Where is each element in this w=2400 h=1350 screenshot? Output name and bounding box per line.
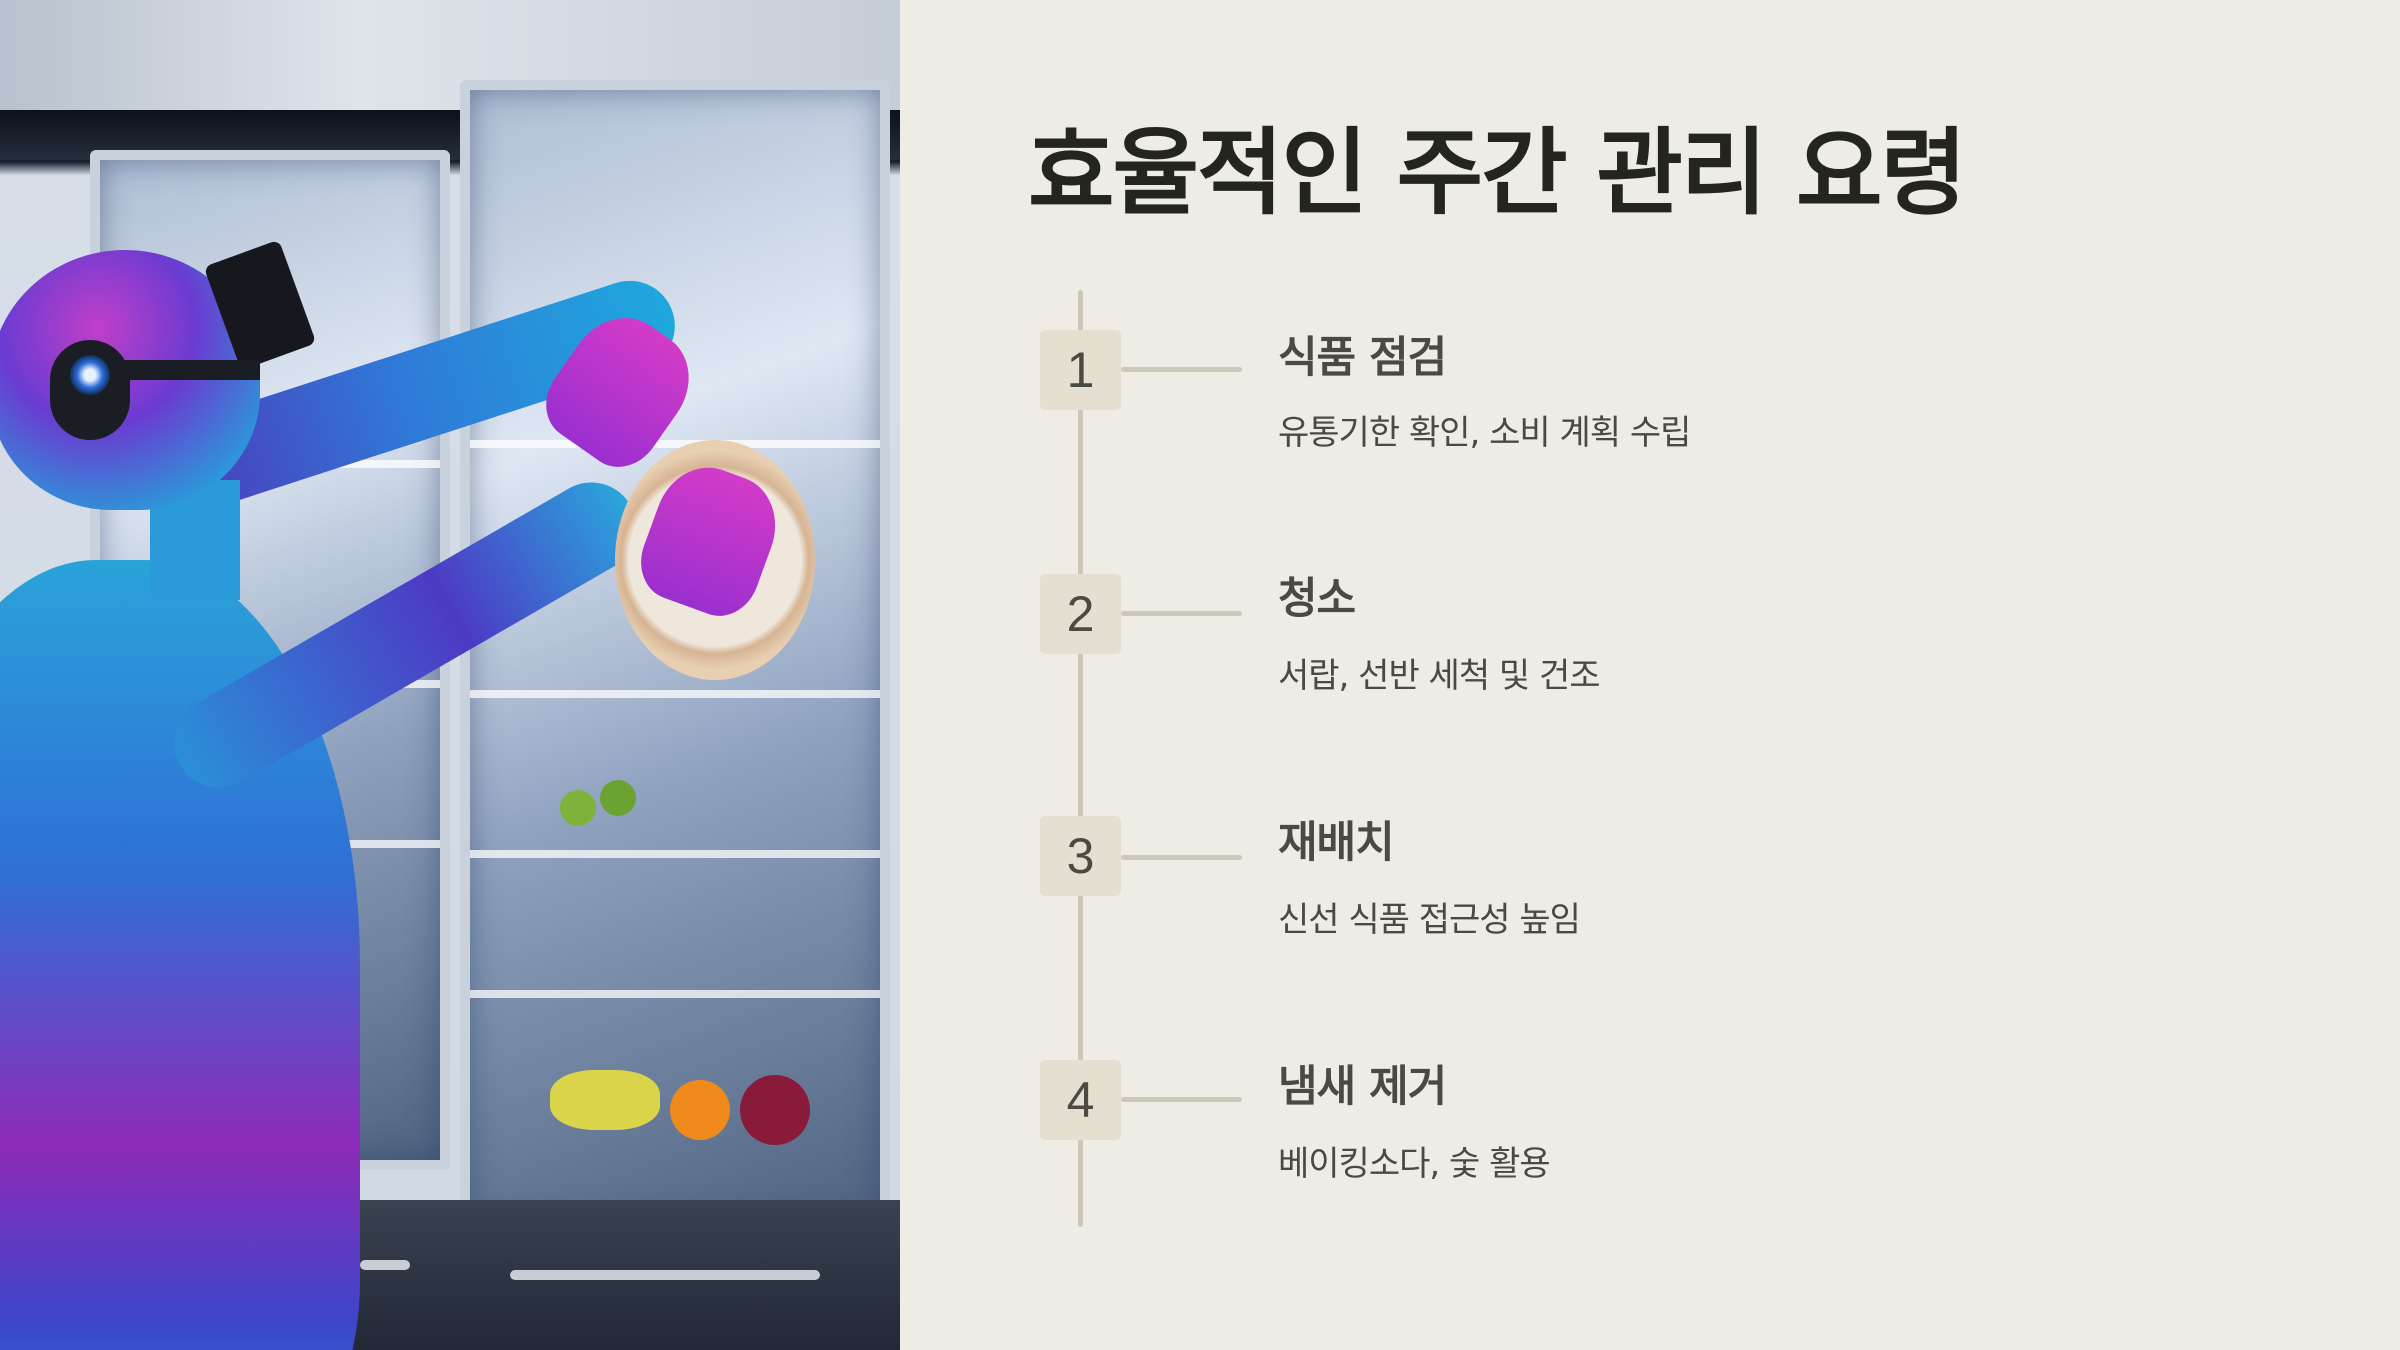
step-number: 3 (1040, 816, 1121, 896)
timeline-connector (1121, 611, 1242, 616)
step-4: 4 (1040, 1060, 1121, 1140)
shelf (470, 850, 880, 858)
timeline-connector (1121, 855, 1242, 860)
step-title: 청소 (1278, 574, 1356, 624)
step-description: 신선 식품 접근성 높임 (1278, 900, 1581, 940)
drawer-handle (510, 1270, 820, 1280)
step-1: 1 (1040, 330, 1121, 410)
shelf (470, 690, 880, 698)
step-description: 베이킹소다, 숯 활용 (1278, 1144, 1551, 1184)
step-title: 식품 점검 (1278, 333, 1447, 383)
shelf (470, 440, 880, 448)
lime (600, 780, 636, 816)
lime (560, 790, 596, 826)
step-3: 3 (1040, 816, 1121, 896)
step-number: 2 (1040, 574, 1121, 654)
pomegranate (740, 1075, 810, 1145)
timeline-connector (1121, 367, 1242, 372)
step-title: 재배치 (1278, 818, 1395, 868)
step-number: 4 (1040, 1060, 1121, 1140)
fruit (550, 1070, 660, 1130)
step-title: 냄새 제거 (1278, 1062, 1447, 1112)
goggle-lens (70, 355, 110, 395)
timeline-connector (1121, 1097, 1242, 1102)
step-description: 유통기한 확인, 소비 계획 수립 (1278, 413, 1691, 453)
slide-title: 효율적인 주간 관리 요령 (1028, 119, 1967, 228)
goggle-strap (110, 360, 260, 380)
timeline-line (1078, 290, 1083, 1227)
step-description: 서랍, 선반 세척 및 건조 (1278, 656, 1601, 696)
step-number: 1 (1040, 330, 1121, 410)
shelf (470, 990, 880, 998)
step-2: 2 (1040, 574, 1121, 654)
orange (670, 1080, 730, 1140)
drawer-handle (360, 1260, 410, 1270)
hero-image (0, 0, 900, 1350)
